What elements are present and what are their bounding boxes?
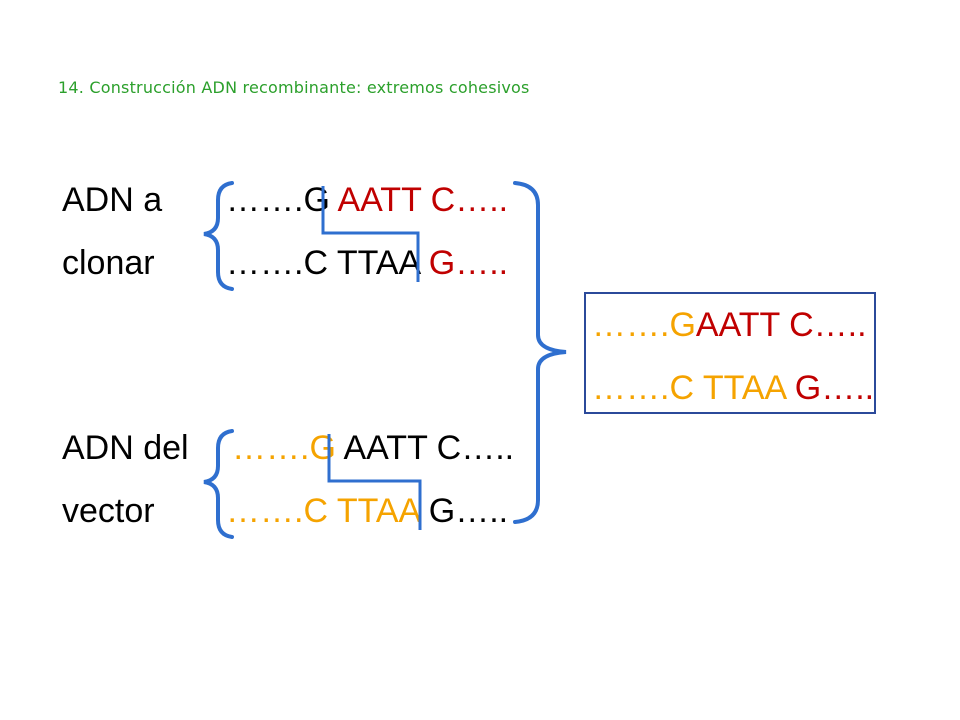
sequence-segment: …….G <box>226 181 338 219</box>
label-adn-a: ADN a <box>62 181 163 219</box>
left-bracket-top <box>203 181 234 291</box>
page-title: 14. Construcción ADN recombinante: extre… <box>58 78 530 97</box>
sequence-segment: …….C TTAA <box>226 244 429 282</box>
recombinant-result-box <box>584 292 876 414</box>
label-vector: vector <box>62 492 155 530</box>
label-clonar: clonar <box>62 244 155 282</box>
sequence-row: …….G AATT C….. <box>232 428 514 468</box>
sequence-segment: AATT C….. <box>695 306 867 344</box>
sequence-row: …….GAATT C….. <box>592 305 867 345</box>
sequence-segment: …….G <box>232 429 344 467</box>
sequence-segment: G….. <box>428 244 509 282</box>
sequence-segment: …….C TTAA <box>226 492 429 530</box>
sequence-row: …….C TTAA G….. <box>592 368 874 408</box>
sequence-row: …….G AATT C….. <box>226 180 508 220</box>
sequence-segment: AATT C….. <box>343 429 515 467</box>
sequence-segment: G….. <box>428 492 509 530</box>
sequence-row: …….C TTAA G….. <box>226 491 508 531</box>
sequence-segment: G….. <box>794 369 875 407</box>
sequence-segment: …….G <box>592 306 696 344</box>
sequence-segment: AATT C….. <box>337 181 509 219</box>
right-bracket <box>513 181 567 524</box>
sequence-row: …….C TTAA G….. <box>226 243 508 283</box>
cut-line-top <box>321 186 420 282</box>
sequence-segment: …….C TTAA <box>592 369 795 407</box>
cut-line-bottom <box>327 434 422 530</box>
left-bracket-bottom <box>203 429 234 539</box>
label-adn-del: ADN del <box>62 429 189 467</box>
